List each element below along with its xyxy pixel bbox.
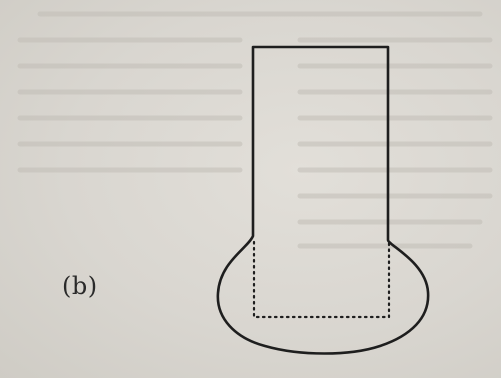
dotted-inner-box — [252, 240, 391, 319]
bottle-outline — [216, 45, 430, 355]
figure-label: (b) — [62, 272, 98, 300]
